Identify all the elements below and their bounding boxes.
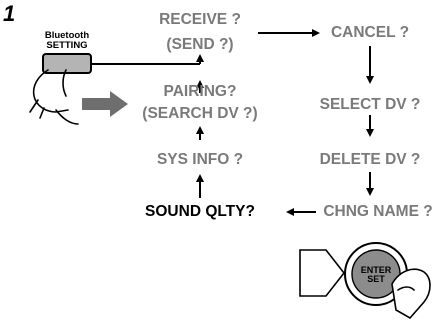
menu-search-dv: (SEARCH DV ?) [142,105,258,122]
step-number: 1 [3,1,16,26]
menu-receive: RECEIVE ? [159,11,241,28]
menu-pairing: PAIRING? [163,83,237,100]
menu-sound-qlty: SOUND QLTY? [145,203,255,220]
enter-label-line-2: SET [367,274,385,285]
menu-select-dv: SELECT DV ? [319,96,421,113]
menu-cancel: CANCEL ? [330,24,410,41]
finger-enter-icon [391,268,431,320]
finger-press-icon [29,69,79,125]
enter-label-line-1: ENTER [360,265,392,275]
caption-line-2: SETTING [46,39,88,51]
caption-line-1: Bluetooth [44,30,90,41]
enter-set-label: ENTER SET [356,265,396,285]
bluetooth-setting-button [42,53,92,74]
bluetooth-setting-caption: Bluetooth SETTING [42,31,92,51]
menu-send: (SEND ?) [166,36,234,53]
menu-sys-info: SYS INFO ? [156,151,244,168]
outline-arrow-icon [299,249,346,297]
menu-chng-name: CHNG NAME ? [323,203,433,220]
press-arrow-icon [82,91,128,117]
menu-delete-dv: DELETE DV ? [319,151,421,168]
